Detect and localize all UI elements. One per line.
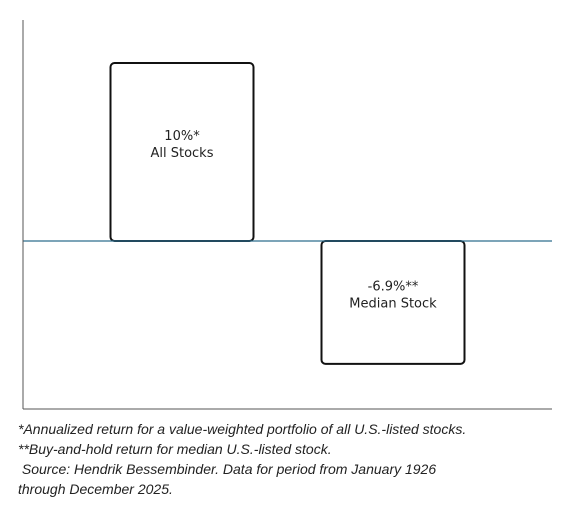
return-bar-chart: 10%* All Stocks -6.9%** Median Stock (22, 20, 552, 410)
bar-category-label: All Stocks (150, 146, 213, 161)
footnote-median-stock: **Buy-and-hold return for median U.S.-li… (18, 441, 332, 457)
bar-value-label: 10%* (164, 129, 200, 144)
footnote-value-weighted: *Annualized return for a value-weighted … (18, 421, 467, 437)
footnotes: *Annualized return for a value-weighted … (18, 419, 573, 499)
footnote-period: through December 2025. (18, 481, 173, 497)
bar-value-label: -6.9%** (368, 279, 419, 294)
footnote-source: Source: Hendrik Bessembinder. Data for p… (18, 461, 437, 477)
bar-category-label: Median Stock (349, 296, 437, 311)
labels-layer: 10%* All Stocks -6.9%** Median Stock (150, 129, 437, 311)
bars-layer (109, 62, 466, 365)
